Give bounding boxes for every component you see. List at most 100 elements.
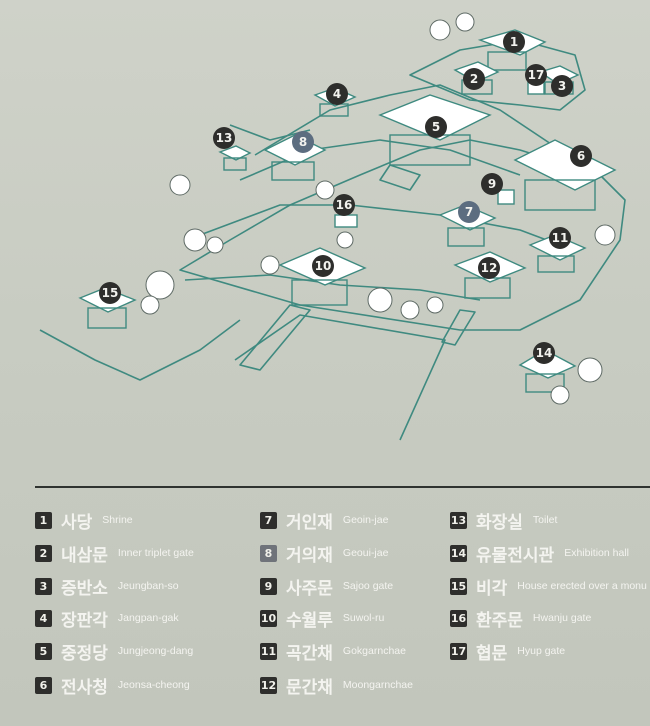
legend-english-name: Inner triplet gate bbox=[117, 547, 194, 559]
tree bbox=[140, 295, 160, 315]
map-marker-14[interactable]: 14 bbox=[533, 342, 555, 364]
legend-english-name: Geoin-jae bbox=[342, 514, 389, 526]
legend-korean-name: 수월루 bbox=[286, 610, 333, 631]
map-marker-6[interactable]: 6 bbox=[570, 145, 592, 167]
legend-korean-name: 화장실 bbox=[476, 512, 523, 533]
legend-number-badge: 10 bbox=[260, 609, 277, 627]
legend-korean-name: 장판각 bbox=[61, 610, 108, 631]
legend-english-name: Toilet bbox=[532, 514, 558, 526]
legend-number-badge: 12 bbox=[260, 676, 277, 694]
map-marker-10[interactable]: 10 bbox=[312, 255, 334, 277]
legend-english-name: Sajoo gate bbox=[342, 580, 394, 592]
legend-number-badge: 17 bbox=[450, 642, 467, 660]
legend-english-name: Exhibition hall bbox=[564, 547, 629, 559]
legend-number-badge: 11 bbox=[260, 642, 277, 660]
tree bbox=[206, 236, 224, 254]
legend-item-1: 1 사당 Shrine bbox=[35, 509, 133, 533]
stair-front bbox=[239, 304, 311, 371]
legend-number-badge: 1 bbox=[35, 511, 52, 529]
left-path bbox=[39, 319, 241, 381]
legend-english-name: Jeonsa-cheong bbox=[117, 679, 190, 691]
legend-number-badge: 9 bbox=[260, 577, 277, 595]
map-marker-1[interactable]: 1 bbox=[503, 31, 525, 53]
legend-korean-name: 전사청 bbox=[61, 677, 108, 698]
legend-english-name: Jeungban-so bbox=[117, 580, 179, 592]
legend-number-badge: 7 bbox=[260, 511, 277, 529]
legend-korean-name: 유물전시관 bbox=[476, 545, 555, 566]
tree bbox=[426, 296, 444, 314]
map-marker-7[interactable]: 7 bbox=[458, 201, 480, 223]
legend-number-badge: 6 bbox=[35, 676, 52, 694]
tree bbox=[367, 287, 393, 313]
legend-number-badge: 14 bbox=[450, 544, 467, 562]
legend-number-badge: 4 bbox=[35, 609, 52, 627]
legend-english-name: House erected over a monu bbox=[517, 580, 647, 592]
legend-number-badge: 2 bbox=[35, 544, 52, 562]
map-marker-11[interactable]: 11 bbox=[549, 227, 571, 249]
legend-english-name: Suwol-ru bbox=[342, 612, 385, 624]
legend-item-14: 14 유물전시관 Exhibition hall bbox=[450, 542, 629, 566]
legend-item-16: 16 환주문 Hwanju gate bbox=[450, 607, 592, 631]
legend-korean-name: 거의재 bbox=[286, 545, 333, 566]
legend-item-2: 2 내삼문 Inner triplet gate bbox=[35, 542, 194, 566]
legend-item-15: 15 비각 House erected over a monu bbox=[450, 575, 647, 599]
tree bbox=[594, 224, 616, 246]
top-compound-wall bbox=[409, 39, 586, 111]
legend-korean-name: 증반소 bbox=[61, 578, 108, 599]
legend-english-name: Moongarnchae bbox=[342, 679, 413, 691]
map-marker-9[interactable]: 9 bbox=[481, 173, 503, 195]
tree bbox=[577, 357, 603, 383]
tree bbox=[260, 255, 280, 275]
legend-korean-name: 사주문 bbox=[286, 578, 333, 599]
legend-number-badge: 15 bbox=[450, 577, 467, 595]
legend-number-badge: 8 bbox=[260, 544, 277, 562]
legend-korean-name: 환주문 bbox=[476, 610, 523, 631]
legend-item-5: 5 중정당 Jungjeong-dang bbox=[35, 640, 194, 664]
map-marker-12[interactable]: 12 bbox=[478, 257, 500, 279]
front-terrace-edge bbox=[234, 314, 446, 441]
legend-number-badge: 16 bbox=[450, 609, 467, 627]
legend-korean-name: 협문 bbox=[476, 643, 508, 664]
lower-terrace-line bbox=[184, 274, 481, 301]
legend-item-6: 6 전사청 Jeonsa-cheong bbox=[35, 674, 190, 698]
tree bbox=[169, 174, 191, 196]
legend-item-17: 17 협문 Hyup gate bbox=[450, 640, 565, 664]
map-marker-8[interactable]: 8 bbox=[292, 131, 314, 153]
legend-item-4: 4 장판각 Jangpan-gak bbox=[35, 607, 179, 631]
tree bbox=[315, 180, 335, 200]
legend-korean-name: 거인재 bbox=[286, 512, 333, 533]
legend-item-10: 10 수월루 Suwol-ru bbox=[260, 607, 385, 631]
legend-divider bbox=[35, 486, 650, 488]
tree bbox=[400, 300, 420, 320]
tree bbox=[455, 12, 475, 32]
tree bbox=[145, 270, 175, 300]
map-marker-3[interactable]: 3 bbox=[551, 75, 573, 97]
legend-korean-name: 내삼문 bbox=[61, 545, 108, 566]
map-marker-15[interactable]: 15 bbox=[99, 282, 121, 304]
map-marker-2[interactable]: 2 bbox=[463, 68, 485, 90]
legend-english-name: Jangpan-gak bbox=[117, 612, 179, 624]
map-marker-17[interactable]: 17 bbox=[525, 64, 547, 86]
legend-korean-name: 사당 bbox=[61, 512, 93, 533]
map-marker-4[interactable]: 4 bbox=[326, 83, 348, 105]
tree bbox=[336, 231, 354, 249]
legend-item-7: 7 거인재 Geoin-jae bbox=[260, 509, 389, 533]
legend-korean-name: 비각 bbox=[476, 578, 508, 599]
legend-number-badge: 5 bbox=[35, 642, 52, 660]
building-9 bbox=[497, 189, 515, 205]
legend-item-3: 3 증반소 Jeungban-so bbox=[35, 575, 179, 599]
tree bbox=[550, 385, 570, 405]
stair-center bbox=[379, 164, 421, 191]
legend-number-badge: 3 bbox=[35, 577, 52, 595]
building-13 bbox=[218, 145, 252, 171]
map-marker-13[interactable]: 13 bbox=[213, 127, 235, 149]
legend-item-12: 12 문간채 Moongarnchae bbox=[260, 674, 413, 698]
map-marker-5[interactable]: 5 bbox=[425, 116, 447, 138]
legend-english-name: Gokgarnchae bbox=[342, 645, 406, 657]
legend-english-name: Jungjeong-dang bbox=[117, 645, 194, 657]
legend-english-name: Hwanju gate bbox=[532, 612, 592, 624]
map-marker-16[interactable]: 16 bbox=[333, 194, 355, 216]
legend-item-11: 11 곡간채 Gokgarnchae bbox=[260, 640, 406, 664]
legend-number-badge: 13 bbox=[450, 511, 467, 529]
